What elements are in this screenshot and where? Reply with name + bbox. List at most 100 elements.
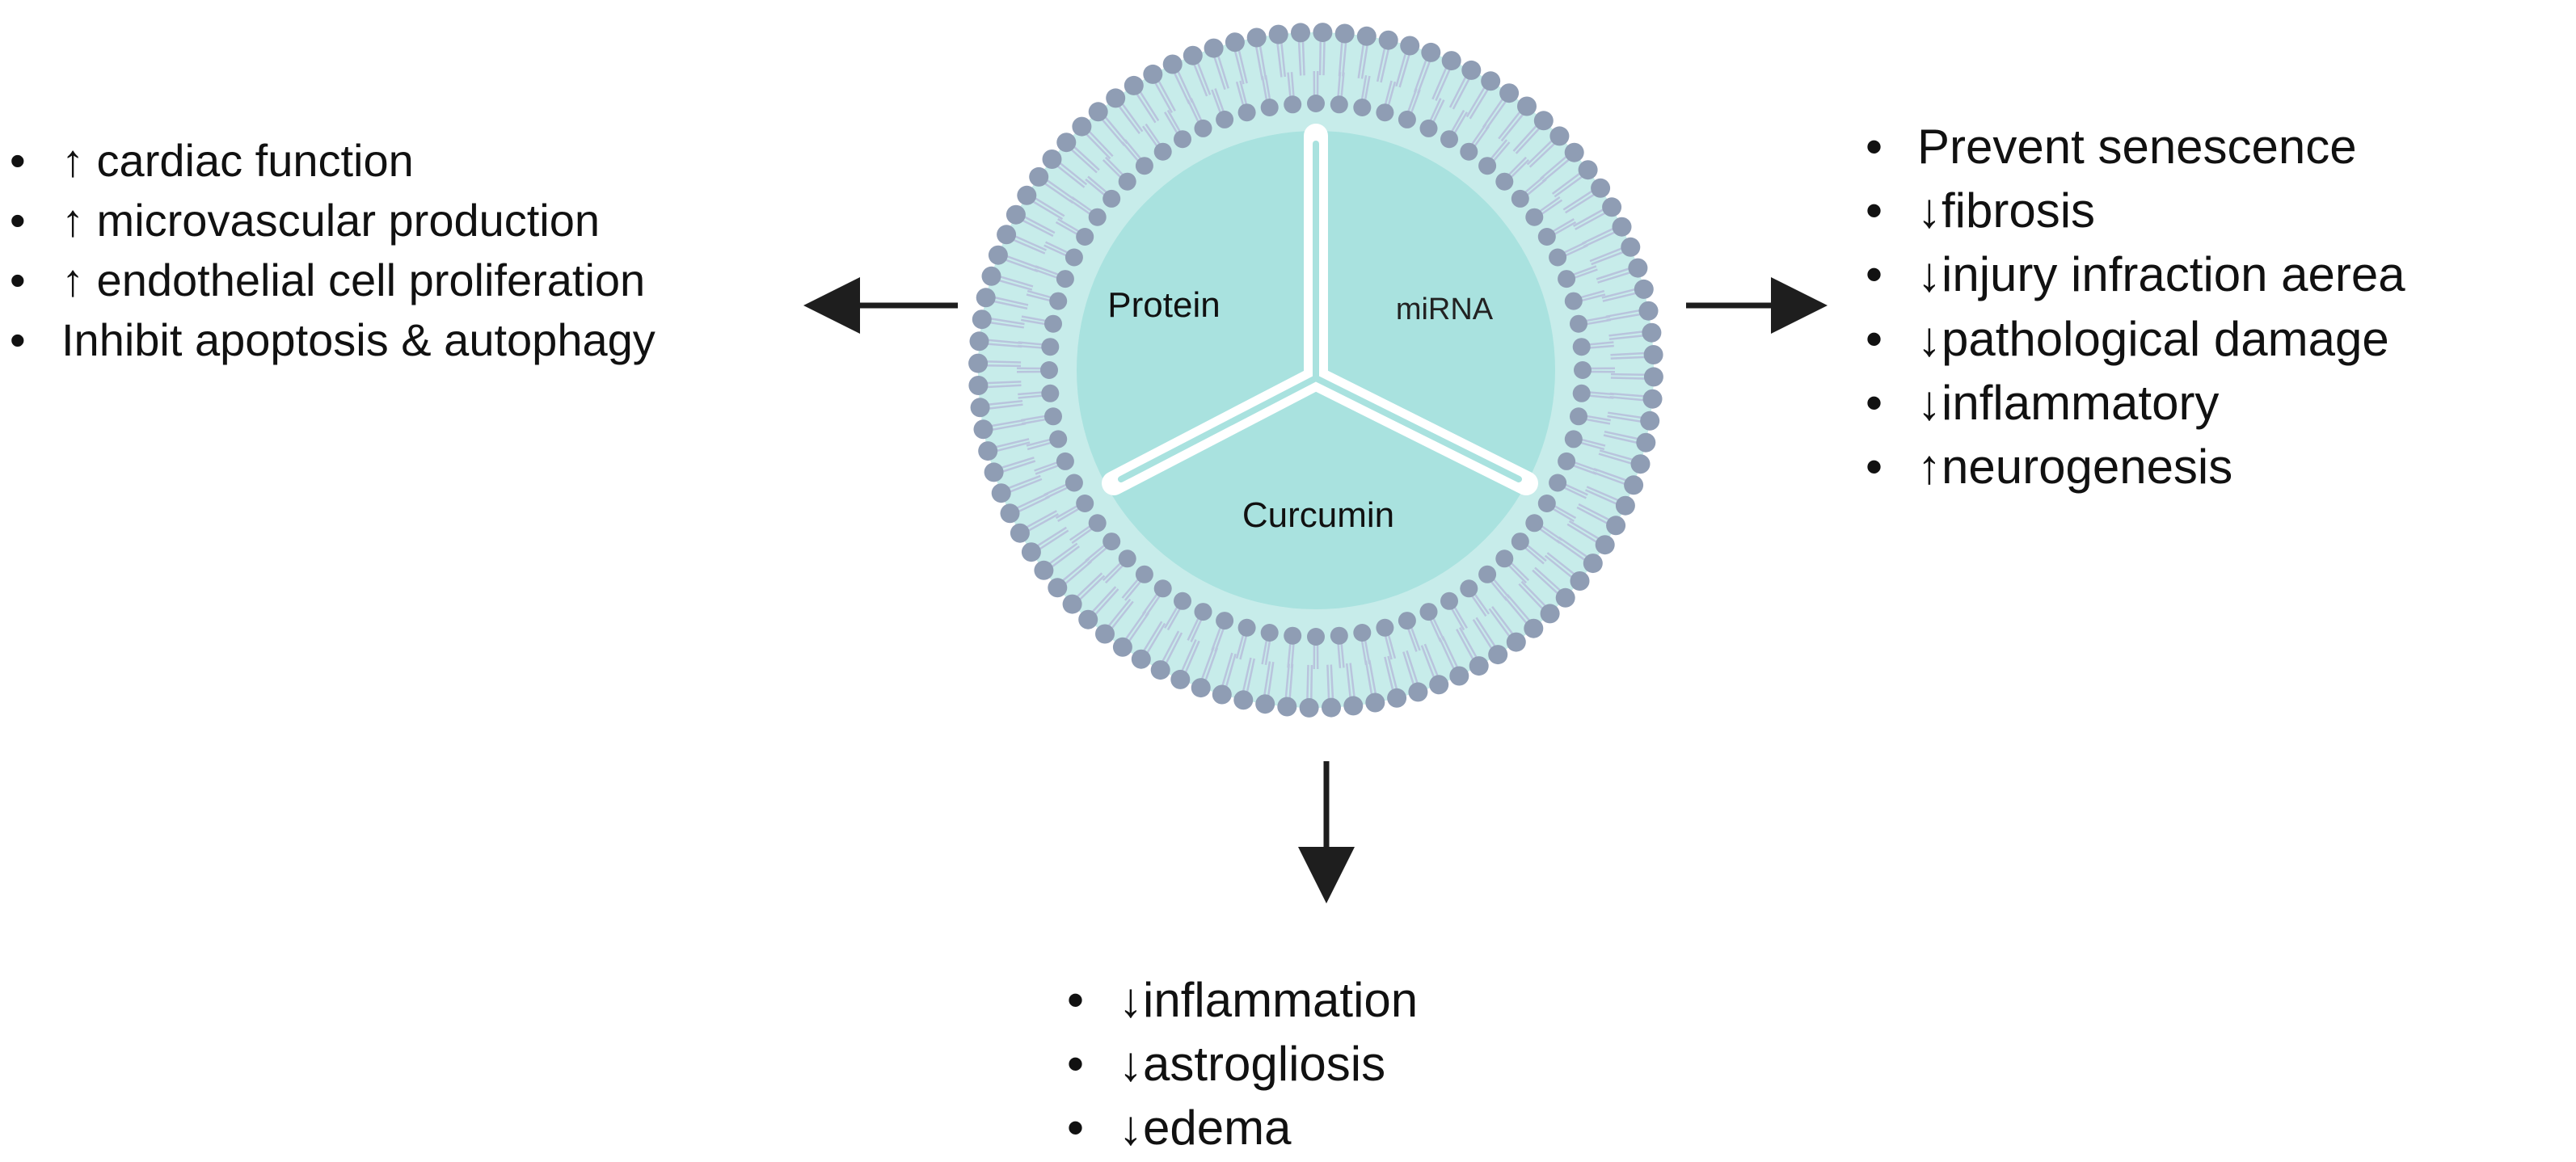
lipid-tail	[1309, 664, 1313, 704]
lipid-head	[1212, 684, 1232, 705]
lipid-head	[972, 309, 992, 330]
effects-right-list: Prevent senescence ↓fibrosis ↓injury inf…	[1866, 115, 2405, 499]
lipid-tail	[1572, 206, 1608, 227]
lipid-head	[1048, 578, 1068, 598]
lipid-tail	[1608, 330, 1647, 337]
lipid-head	[1194, 119, 1212, 137]
lipid-tail	[1212, 53, 1226, 91]
lipid-head	[1440, 592, 1458, 610]
lipid-tail	[983, 360, 1022, 364]
lipid-head	[1124, 75, 1144, 95]
lipid-head	[1419, 119, 1438, 137]
lipid-tail	[1115, 102, 1140, 135]
lipid-tail	[1565, 192, 1599, 214]
lipid-tail	[1586, 486, 1622, 503]
lipid-head	[1277, 697, 1297, 717]
lipid-head	[1495, 172, 1514, 191]
lipid-tail	[1024, 513, 1060, 534]
lipid-tail	[1402, 651, 1416, 688]
lipid-tail	[1144, 622, 1166, 657]
lipid-head	[1017, 185, 1037, 205]
lipid-tail	[1140, 621, 1163, 655]
lipid-head	[1356, 26, 1377, 46]
lipid-head	[1602, 197, 1622, 217]
lipid-tail	[1576, 506, 1612, 526]
lipid-tail	[1602, 291, 1640, 302]
lipid-tail	[1380, 44, 1391, 83]
lipid-head	[1478, 565, 1497, 583]
list-item: ↓pathological damage	[1866, 307, 2405, 371]
lipid-tail	[1482, 95, 1506, 128]
lipid-head	[1102, 533, 1121, 551]
lipid-tail	[1360, 40, 1369, 79]
lipid-tail	[1098, 116, 1126, 147]
lipid-head	[1524, 618, 1544, 638]
lipid-tail	[1275, 39, 1283, 78]
lipid-tail	[997, 457, 1035, 470]
lipid-tail	[1441, 636, 1461, 672]
lipid-head	[973, 419, 993, 440]
lipid-head	[1021, 542, 1041, 562]
lipid-head	[1135, 565, 1153, 583]
lipid-head	[1564, 292, 1583, 310]
lipid-head	[1441, 51, 1461, 71]
lipid-tail	[1606, 312, 1645, 322]
lipid-tail	[1152, 78, 1173, 114]
lipid-tail	[1589, 246, 1626, 263]
lipid-tail	[1318, 36, 1322, 76]
lipid-head	[978, 441, 998, 461]
list-item: Inhibit apoptosis & autophagy	[10, 310, 656, 370]
lipid-tail	[1376, 44, 1387, 82]
lipid-head	[988, 245, 1008, 265]
lipid-head	[1044, 407, 1062, 426]
lipid-head	[1056, 270, 1074, 288]
lipid-tail	[1610, 377, 1649, 380]
lipid-head	[1334, 23, 1355, 44]
lipid-head	[1112, 637, 1132, 657]
lipid-head	[1365, 693, 1385, 713]
lipid-head	[1540, 604, 1560, 624]
lipid-tail	[1599, 449, 1637, 462]
lipid-tail	[1349, 663, 1356, 701]
lipid-tail	[1610, 356, 1649, 360]
lipid-head	[981, 266, 1001, 286]
lipid-head	[1460, 579, 1478, 598]
lipid-tail	[1562, 187, 1596, 211]
lipid-tail	[1578, 503, 1613, 523]
lipid-head	[1612, 217, 1632, 237]
lipid-tail	[984, 399, 1023, 406]
lipid-head	[970, 398, 990, 418]
lipid-tail	[1330, 664, 1334, 703]
lipid-tail	[1515, 124, 1543, 154]
lipid-tail	[1592, 471, 1629, 486]
lipid-heads-outer	[968, 23, 1663, 718]
lipid-tail	[1020, 214, 1056, 234]
lipid-head	[1378, 30, 1398, 50]
lipid-tail	[1546, 552, 1579, 578]
lipid-head	[1421, 42, 1441, 62]
lipid-tail	[1554, 173, 1587, 198]
lipid-tail	[1076, 575, 1106, 604]
lipid-head	[1478, 157, 1497, 175]
lipid-head	[1153, 579, 1172, 598]
lipid-head	[1643, 345, 1663, 364]
list-item: ↑ microvascular production	[10, 191, 656, 251]
lipid-tail	[1566, 523, 1600, 545]
lipid-tail	[1583, 229, 1619, 248]
lipid-tail	[996, 274, 1034, 288]
lipid-head	[1525, 514, 1544, 533]
lipid-tail	[1013, 492, 1049, 511]
lipid-head	[1595, 535, 1615, 555]
lipid-tail	[1068, 146, 1098, 174]
lipid-tail	[988, 422, 1027, 432]
lipid-tail	[983, 381, 1022, 385]
lipid-head	[1353, 624, 1372, 642]
lipid-head	[1615, 495, 1635, 516]
lipid-tail	[1438, 637, 1457, 673]
lipid-tail	[1448, 73, 1469, 108]
lipid-tail	[1465, 83, 1488, 118]
lipid-tail	[1089, 586, 1117, 616]
lipid-head	[1621, 237, 1641, 257]
lipid-tail	[1254, 42, 1264, 81]
lipid-tail	[1006, 478, 1043, 495]
